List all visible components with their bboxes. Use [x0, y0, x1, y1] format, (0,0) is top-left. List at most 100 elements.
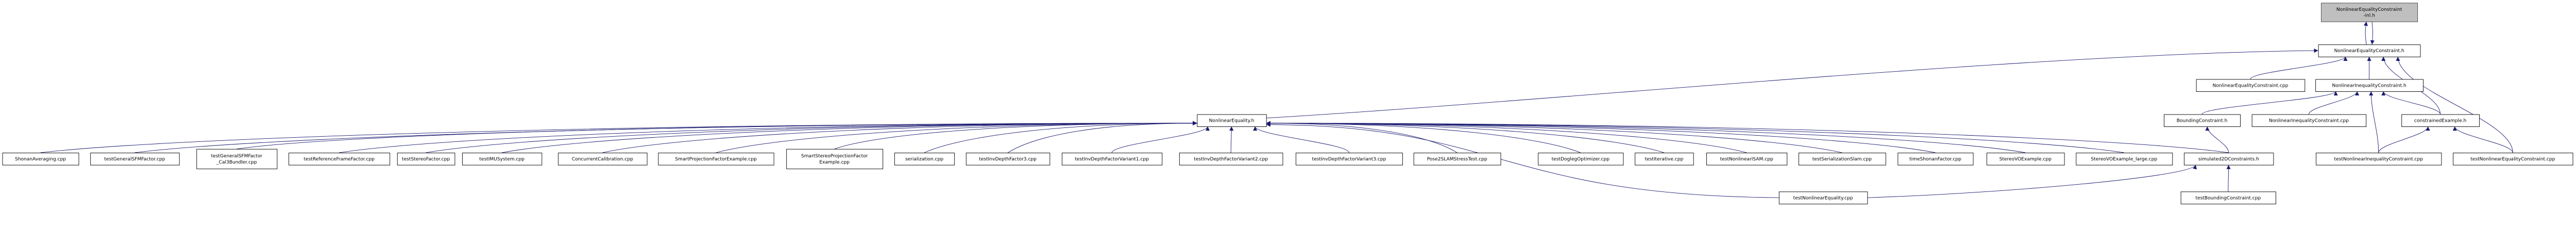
node-label: BoundingConstraint.h	[2177, 119, 2228, 124]
node-nonlinearinequalityconstraint-h[interactable]: NonlinearInequalityConstraint.h	[2315, 79, 2424, 92]
node-testnonlinearinequalityconstraint-cpp[interactable]: testNonlinearInequalityConstraint.cpp	[2316, 152, 2442, 166]
node-testgeneralsfmfactor-cpp[interactable]: testGeneralSFMFactor.cpp	[90, 152, 180, 166]
edge-pose2stress-to-ne_h	[1266, 121, 1458, 153]
node-stereovoexample-large-cpp[interactable]: StereoVOExample_large.cpp	[2076, 152, 2173, 166]
node-box	[2401, 114, 2480, 127]
edge-bound_h-to-nlic_h	[2201, 91, 2338, 115]
edge-t_dogleg-to-ne_h	[1266, 121, 1581, 153]
node-label: SmartStereoProjectionFactor	[801, 154, 868, 159]
edge-sim2d-to-bound_h	[2205, 126, 2229, 153]
node-box	[2316, 152, 2442, 166]
node-box	[462, 152, 543, 166]
node-label: testBoundingConstraint.cpp	[2195, 196, 2261, 201]
node-boundingconstraint-h[interactable]: BoundingConstraint.h	[2164, 114, 2241, 127]
node-shonanaveraging-cpp[interactable]: ShonanAveraging.cpp	[2, 152, 79, 166]
edge-stereovo_l-to-ne_h	[1266, 121, 2124, 153]
node-simulated2dconstraints-h[interactable]: simulated2DConstraints.h	[2184, 152, 2274, 166]
node-label: testIMUSystem.cpp	[479, 157, 524, 162]
node-box	[1197, 114, 1267, 127]
node-label: NonlinearEqualityConstraint.h	[2334, 48, 2404, 54]
node-box	[2, 152, 79, 166]
node-testgeneralsfmfactor-cal3bundler-cpp[interactable]: testGeneralSFMFactor_Cal3Bundler.cpp	[196, 149, 278, 169]
node-nonlinearequalityconstraint-h[interactable]: NonlinearEqualityConstraint.h	[2318, 44, 2421, 57]
node-teststereofactor-cpp[interactable]: testStereoFactor.cpp	[397, 152, 455, 166]
node-box	[1179, 152, 1283, 166]
node-label: testSerializationSlam.cpp	[1812, 157, 1872, 162]
node-serialization-cpp[interactable]: serialization.cpp	[894, 152, 955, 166]
node-box	[1706, 152, 1788, 166]
node-label: StereoVOExample_large.cpp	[2091, 157, 2157, 162]
node-box	[894, 152, 955, 166]
node-box	[965, 152, 1050, 166]
node-smartprojectionfactorexample-cpp[interactable]: SmartProjectionFactorExample.cpp	[658, 152, 774, 166]
node-box	[1897, 152, 1974, 166]
node-pose2slamstresstest-cpp[interactable]: Pose2SLAMStressTest.cpp	[1413, 152, 1501, 166]
node-box	[397, 152, 455, 166]
node-label: NonlinearInequalityConstraint.cpp	[2269, 119, 2349, 124]
edge-serial-to-ne_h	[924, 121, 1197, 153]
node-timeshonanfactor-cpp[interactable]: timeShonanFactor.cpp	[1897, 152, 1974, 166]
edge-t_nlic-to-cex_h	[2378, 126, 2430, 153]
node-nonlinearequality-h[interactable]: NonlinearEquality.h	[1197, 114, 1267, 127]
node-label: -inl.h	[2363, 13, 2375, 19]
node-label: testDoglegOptimizer.cpp	[1552, 157, 1610, 162]
node-testnonlinearequality-cpp[interactable]: testNonlinearEquality.cpp	[1778, 191, 1868, 204]
node-box	[2196, 79, 2306, 92]
node-label: timeShonanFactor.cpp	[1909, 157, 1961, 162]
node-nonlinearinequalityconstraint-cpp[interactable]: NonlinearInequalityConstraint.cpp	[2251, 114, 2367, 127]
node-label: testInvDepthFactorVariant3.cpp	[1312, 157, 1386, 162]
node-box	[2251, 114, 2367, 127]
edge-cex_h-to-nlic_h	[2381, 91, 2441, 115]
node-testinvdepthfactorvariant3-cpp[interactable]: testInvDepthFactorVariant3.cpp	[1295, 152, 1403, 166]
node-testinvdepthfactor3-cpp[interactable]: testInvDepthFactor3.cpp	[965, 152, 1050, 166]
edge-timeshonan-to-ne_h	[1266, 121, 1936, 153]
node-box	[1061, 152, 1163, 166]
node-concurrentcalibration-cpp[interactable]: ConcurrentCalibration.cpp	[558, 152, 648, 166]
node-label: Pose2SLAMStressTest.cpp	[1427, 157, 1487, 162]
node-testnonlinearequalityconstraint-cpp[interactable]: testNonlinearEqualityConstraint.cpp	[2453, 152, 2573, 166]
node-testnonlinearisam-cpp[interactable]: testNonlinearISAM.cpp	[1706, 152, 1788, 166]
edge-shonan-to-ne_h	[40, 121, 1197, 153]
include-dependency-graph: NonlinearEqualityConstraint-inl.hNonline…	[2, 3, 2573, 204]
node-label: _Cal3Bundler.cpp	[216, 160, 257, 165]
node-label: ShonanAveraging.cpp	[15, 157, 66, 162]
node-label: ConcurrentCalibration.cpp	[572, 157, 633, 162]
node-label: testNonlinearEquality.cpp	[1793, 196, 1853, 201]
node-testdoglegoptimizer-cpp[interactable]: testDoglegOptimizer.cpp	[1538, 152, 1624, 166]
edge-smartproj-to-ne_h	[716, 121, 1197, 153]
node-box	[1413, 152, 1501, 166]
node-label: NonlinearInequalityConstraint.h	[2332, 83, 2406, 88]
node-label: testIterative.cpp	[1645, 157, 1683, 162]
edge-nlic_cpp-to-nlic_h	[2309, 91, 2360, 115]
node-box	[2453, 152, 2573, 166]
node-stereovoexample-cpp[interactable]: StereoVOExample.cpp	[1986, 152, 2065, 166]
node-constrainedexample-h[interactable]: constrainedExample.h	[2401, 114, 2480, 127]
edge-t_nisam-to-ne_h	[1266, 121, 1747, 153]
node-testboundingconstraint-cpp[interactable]: testBoundingConstraint.cpp	[2180, 191, 2276, 204]
node-label: testGeneralSFMFactor	[211, 154, 263, 159]
node-label: testReferenceFrameFactor.cpp	[303, 157, 375, 162]
node-testinvdepthfactorvariant2-cpp[interactable]: testInvDepthFactorVariant2.cpp	[1179, 152, 1283, 166]
edge-t_inv3-to-ne_h	[1007, 121, 1197, 153]
node-box	[289, 152, 391, 166]
node-testserializationslam-cpp[interactable]: testSerializationSlam.cpp	[1798, 152, 1886, 166]
node-label: NonlinearEqualityConstraint.cpp	[2213, 83, 2289, 88]
node-label: NonlinearEquality.h	[1209, 119, 1255, 124]
node-box	[2180, 191, 2276, 204]
node-testreferenceframefactor-cpp[interactable]: testReferenceFrameFactor.cpp	[289, 152, 391, 166]
edge-sim2d-to-ne_h	[1266, 121, 2229, 153]
node-box	[1986, 152, 2065, 166]
node-testimusystem-cpp[interactable]: testIMUSystem.cpp	[462, 152, 543, 166]
node-testinvdepthfactorvariant1-cpp[interactable]: testInvDepthFactorVariant1.cpp	[1061, 152, 1163, 166]
node-nonlinearequalityconstraint-cpp[interactable]: NonlinearEqualityConstraint.cpp	[2196, 79, 2306, 92]
node-testiterative-cpp[interactable]: testIterative.cpp	[1635, 152, 1694, 166]
node-label: testNonlinearInequalityConstraint.cpp	[2334, 157, 2424, 162]
edge-t_ne-to-ne_h	[1266, 122, 1779, 198]
edge-t_serslam-to-ne_h	[1266, 121, 1842, 153]
node-label: serialization.cpp	[905, 157, 943, 162]
node-label: simulated2DConstraints.h	[2198, 157, 2259, 162]
node-label: NonlinearEqualityConstraint	[2336, 7, 2402, 12]
node-box	[1295, 152, 1403, 166]
node-box	[2315, 79, 2424, 92]
